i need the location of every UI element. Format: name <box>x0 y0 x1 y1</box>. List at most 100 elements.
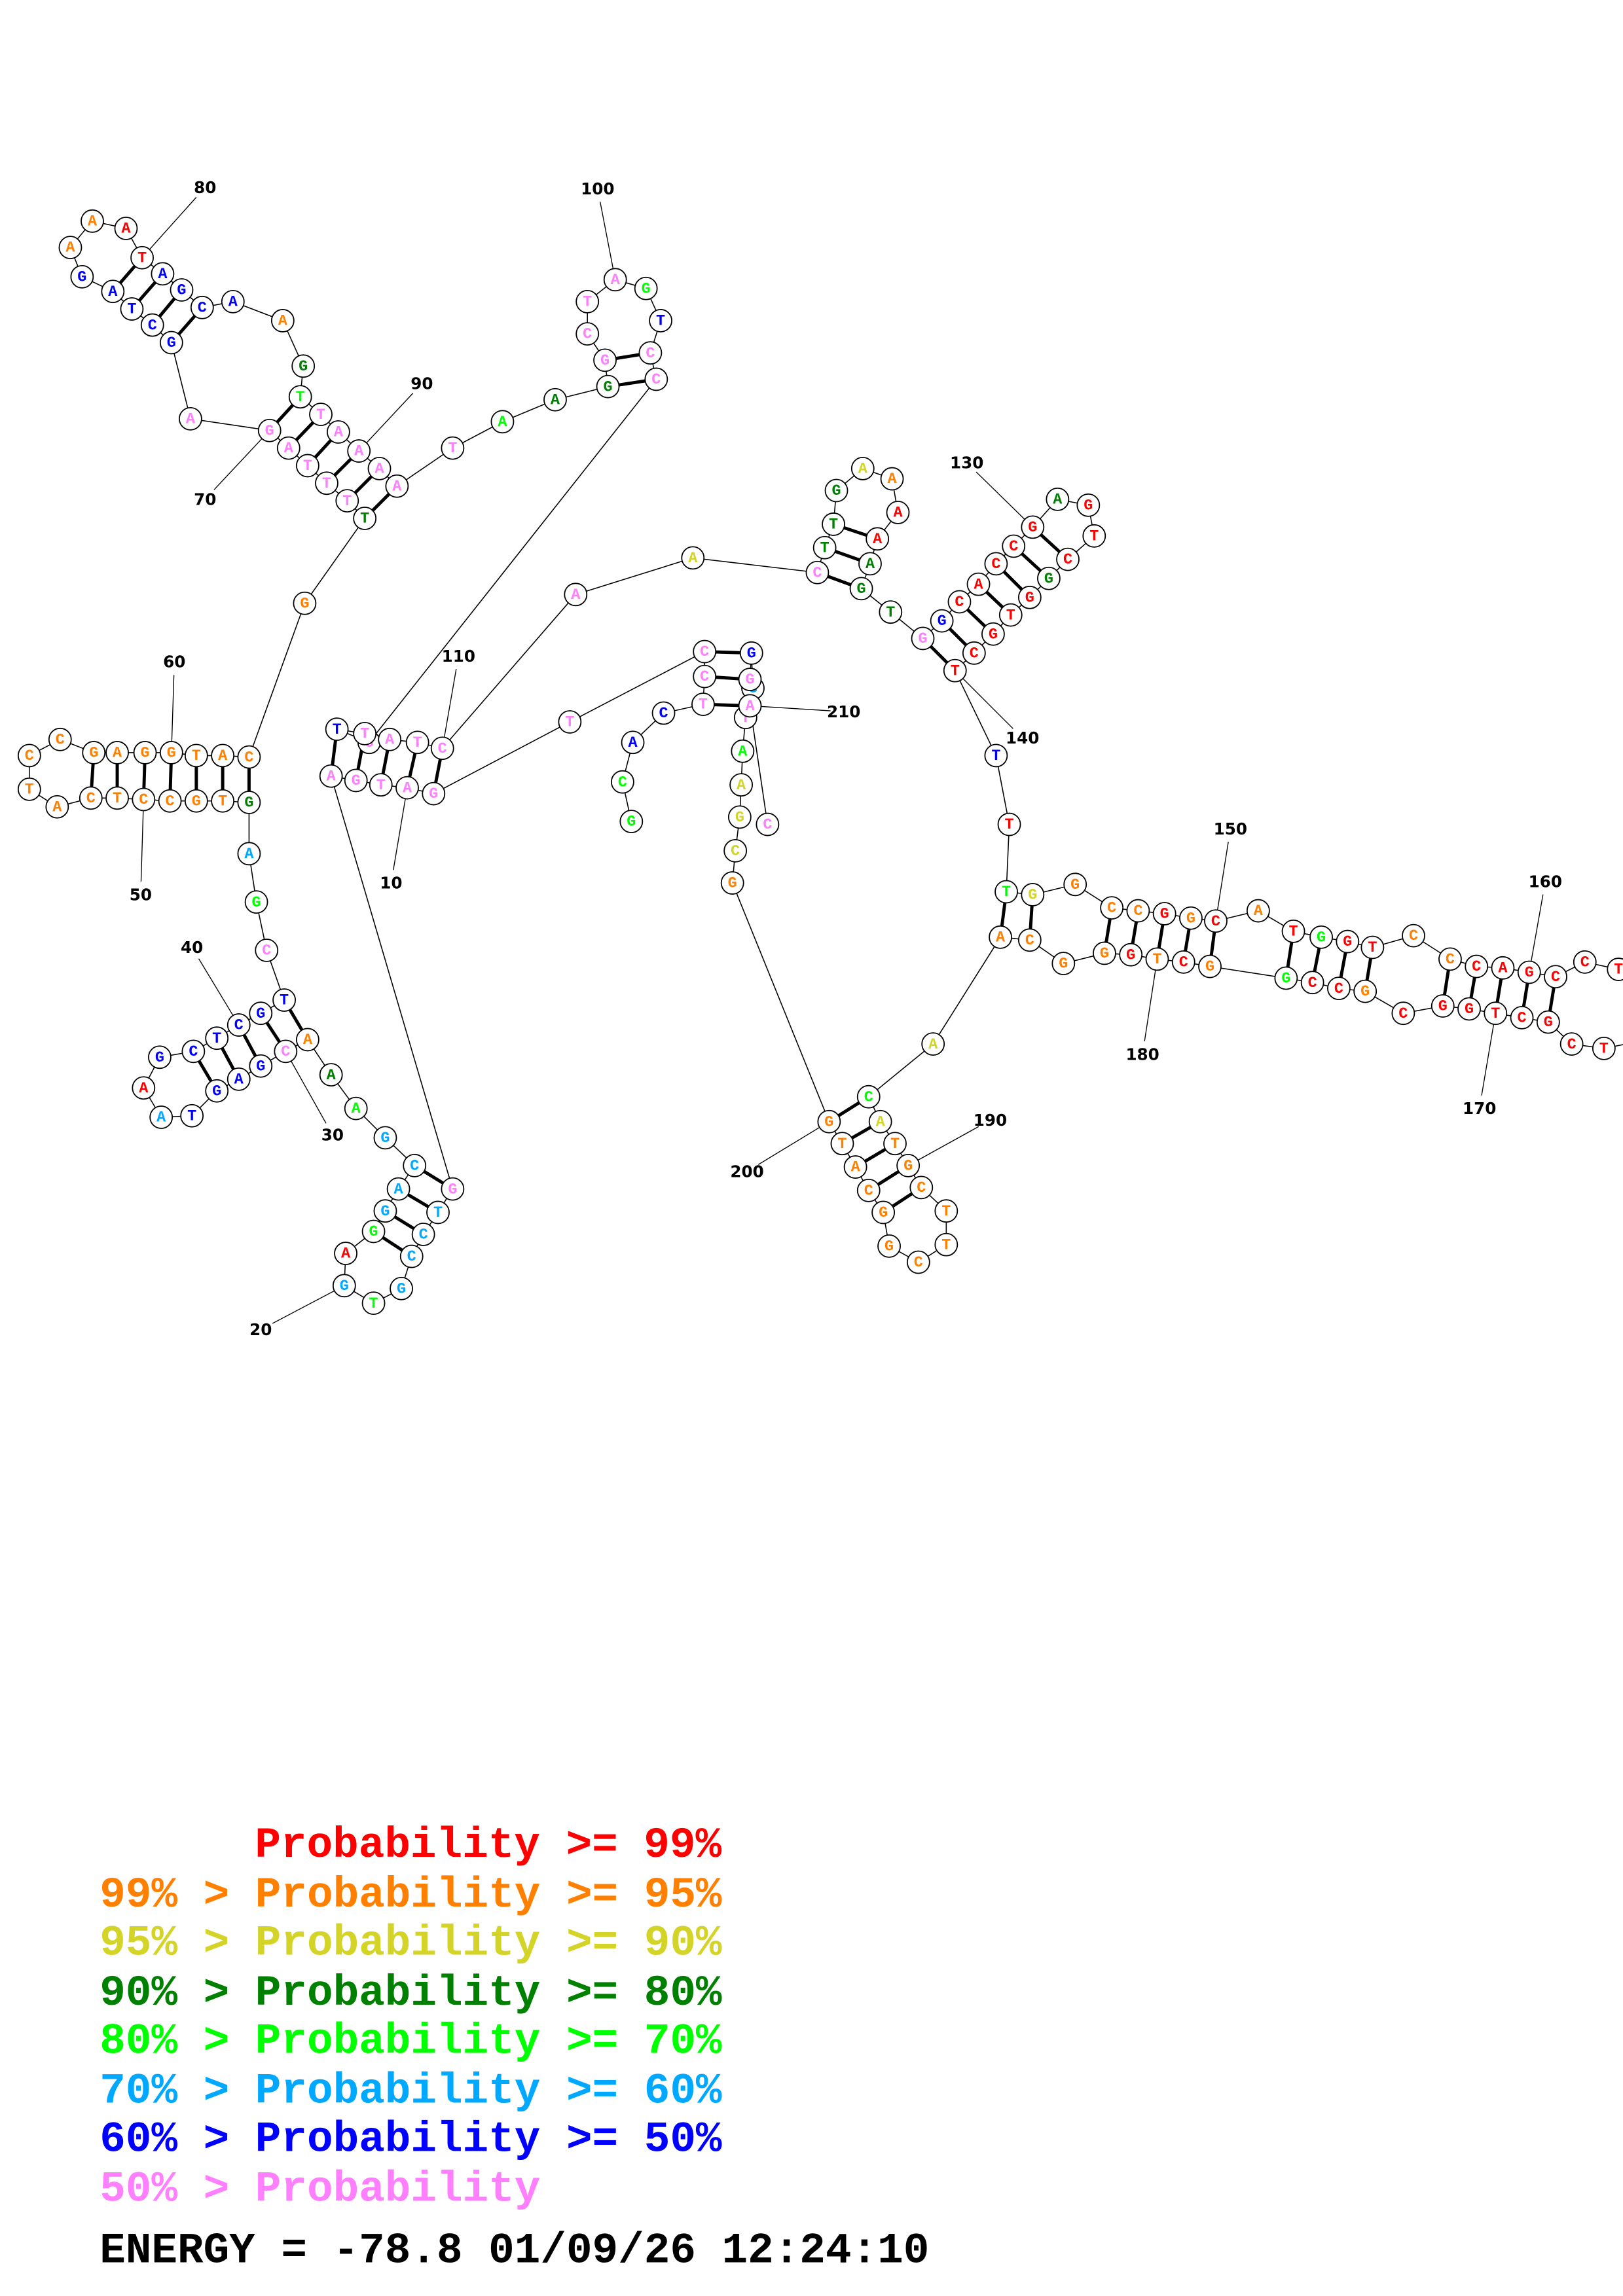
backbone-link <box>575 557 693 596</box>
nucleotide-base: G <box>448 1181 457 1198</box>
nucleotide-circle <box>1056 547 1080 571</box>
nucleotide-60: G <box>159 741 183 764</box>
nucleotide-135: G <box>1037 566 1061 590</box>
nucleotide-base: G <box>167 334 176 352</box>
nucleotide-62: A <box>211 744 235 768</box>
nucleotide-base: A <box>851 1159 861 1177</box>
nucleotide-circle <box>367 457 392 480</box>
nucleotide-circle <box>1391 1001 1415 1026</box>
nucleotide-circle <box>593 348 617 372</box>
nucleotide-circle <box>1076 493 1101 517</box>
nucleotide-25: C <box>403 1153 427 1177</box>
nucleotide-2: C <box>610 770 634 794</box>
nucleotide-base: A <box>156 1109 166 1127</box>
nucleotide-base: A <box>88 213 98 230</box>
nucleotide-51: T <box>105 786 129 810</box>
position-tick <box>760 706 831 711</box>
legend-line-2: 95% > Probability >= 90% <box>100 1919 722 1968</box>
nucleotide-169: C <box>1510 1005 1534 1030</box>
nucleotide-192: T <box>934 1199 958 1223</box>
nucleotide-base: C <box>438 740 447 758</box>
nucleotide-167: C <box>1559 1032 1584 1056</box>
nucleotide-146: C <box>1100 896 1124 920</box>
nucleotide-55: C <box>17 744 41 768</box>
nucleotide-base: C <box>583 326 592 344</box>
nucleotide-30: C <box>274 1039 298 1064</box>
nucleotide-circle <box>227 1067 251 1091</box>
nucleotide-base: G <box>265 422 274 440</box>
nucleotide-155: T <box>1360 935 1385 960</box>
nucleotide-base: C <box>1009 538 1018 556</box>
nucleotide-14: G <box>441 1177 465 1201</box>
nucleotide-base: G <box>1100 945 1109 963</box>
nucleotide-29: A <box>295 1028 319 1052</box>
nucleotide-base: G <box>300 595 309 613</box>
nucleotide-106: T <box>325 717 349 742</box>
nucleotide-base: A <box>1498 960 1508 977</box>
nucleotide-base: A <box>303 1031 313 1049</box>
nucleotide-circle <box>1017 928 1042 952</box>
nucleotide-base: T <box>218 793 227 810</box>
nucleotide-93: T <box>441 436 465 460</box>
nucleotide-190: G <box>896 1153 921 1177</box>
nucleotide-circle <box>817 1109 841 1134</box>
nucleotide-base: C <box>262 942 271 960</box>
nucleotide-circle <box>257 418 282 442</box>
nucleotide-base: A <box>394 1181 404 1198</box>
nucleotide-base: G <box>1025 589 1034 607</box>
nucleotide-base: A <box>278 313 288 331</box>
nucleotide-base: C <box>731 842 740 860</box>
nucleotide-circle <box>1246 899 1270 923</box>
nucleotide-18: G <box>390 1276 413 1300</box>
nucleotide-circle <box>79 786 103 810</box>
nucleotide-40: C <box>227 1013 251 1037</box>
nucleotide-base: G <box>879 1204 888 1222</box>
nucleotide-circle <box>347 439 371 463</box>
nucleotide-22: G <box>361 1219 386 1244</box>
nucleotide-46: G <box>237 791 261 814</box>
nucleotide-circle <box>309 403 333 427</box>
nucleotide-base: A <box>996 929 1006 946</box>
backbone-link <box>433 721 570 795</box>
nucleotide-161: C <box>1544 965 1567 989</box>
nucleotide-97: G <box>593 348 617 372</box>
backbone-link <box>190 418 270 431</box>
nucleotide-101: G <box>634 276 658 300</box>
nucleotide-7: C <box>693 639 717 664</box>
nucleotide-197: C <box>856 1178 881 1202</box>
nucleotide-base: C <box>1107 900 1116 918</box>
nucleotide-base: T <box>1599 1040 1609 1058</box>
nucleotide-circle <box>634 276 658 300</box>
nucleotide-base: T <box>137 249 147 267</box>
nucleotide-131: A <box>1046 488 1070 511</box>
nucleotide-base: T <box>413 734 422 752</box>
nucleotide-circle <box>756 812 780 836</box>
nucleotide-205: A <box>731 739 755 763</box>
nucleotide-base: G <box>1084 497 1093 514</box>
nucleotide-circle <box>1438 947 1462 971</box>
nucleotide-circle <box>105 741 129 764</box>
position-label: 80 <box>194 178 216 197</box>
nucleotide-base: G <box>603 378 612 396</box>
legend-line-6: 60% > Probability >= 50% <box>100 2115 722 2164</box>
nucleotide-base: A <box>228 293 238 311</box>
nucleotide-base: G <box>1205 958 1214 976</box>
nucleotide-139: C <box>962 641 986 665</box>
nucleotide-base: C <box>1518 1010 1527 1028</box>
nucleotide-circle <box>984 744 1008 768</box>
nucleotide-140: T <box>943 658 967 683</box>
nucleotide-base: A <box>113 745 122 762</box>
nucleotide-base: A <box>888 471 898 488</box>
nucleotide-circle <box>390 1276 413 1300</box>
nucleotide-circle <box>114 217 138 240</box>
nucleotide-circle <box>596 374 620 399</box>
nucleotide-147: C <box>1126 899 1150 923</box>
nucleotide-circle <box>1204 909 1228 933</box>
nucleotide-circle <box>244 890 268 914</box>
nucleotide-circle <box>276 436 301 460</box>
nucleotide-circle <box>151 262 175 286</box>
nucleotide-181: G <box>1119 942 1143 967</box>
nucleotide-base: G <box>1343 933 1352 951</box>
position-label: 30 <box>321 1125 344 1144</box>
nucleotide-base: A <box>139 1080 149 1098</box>
